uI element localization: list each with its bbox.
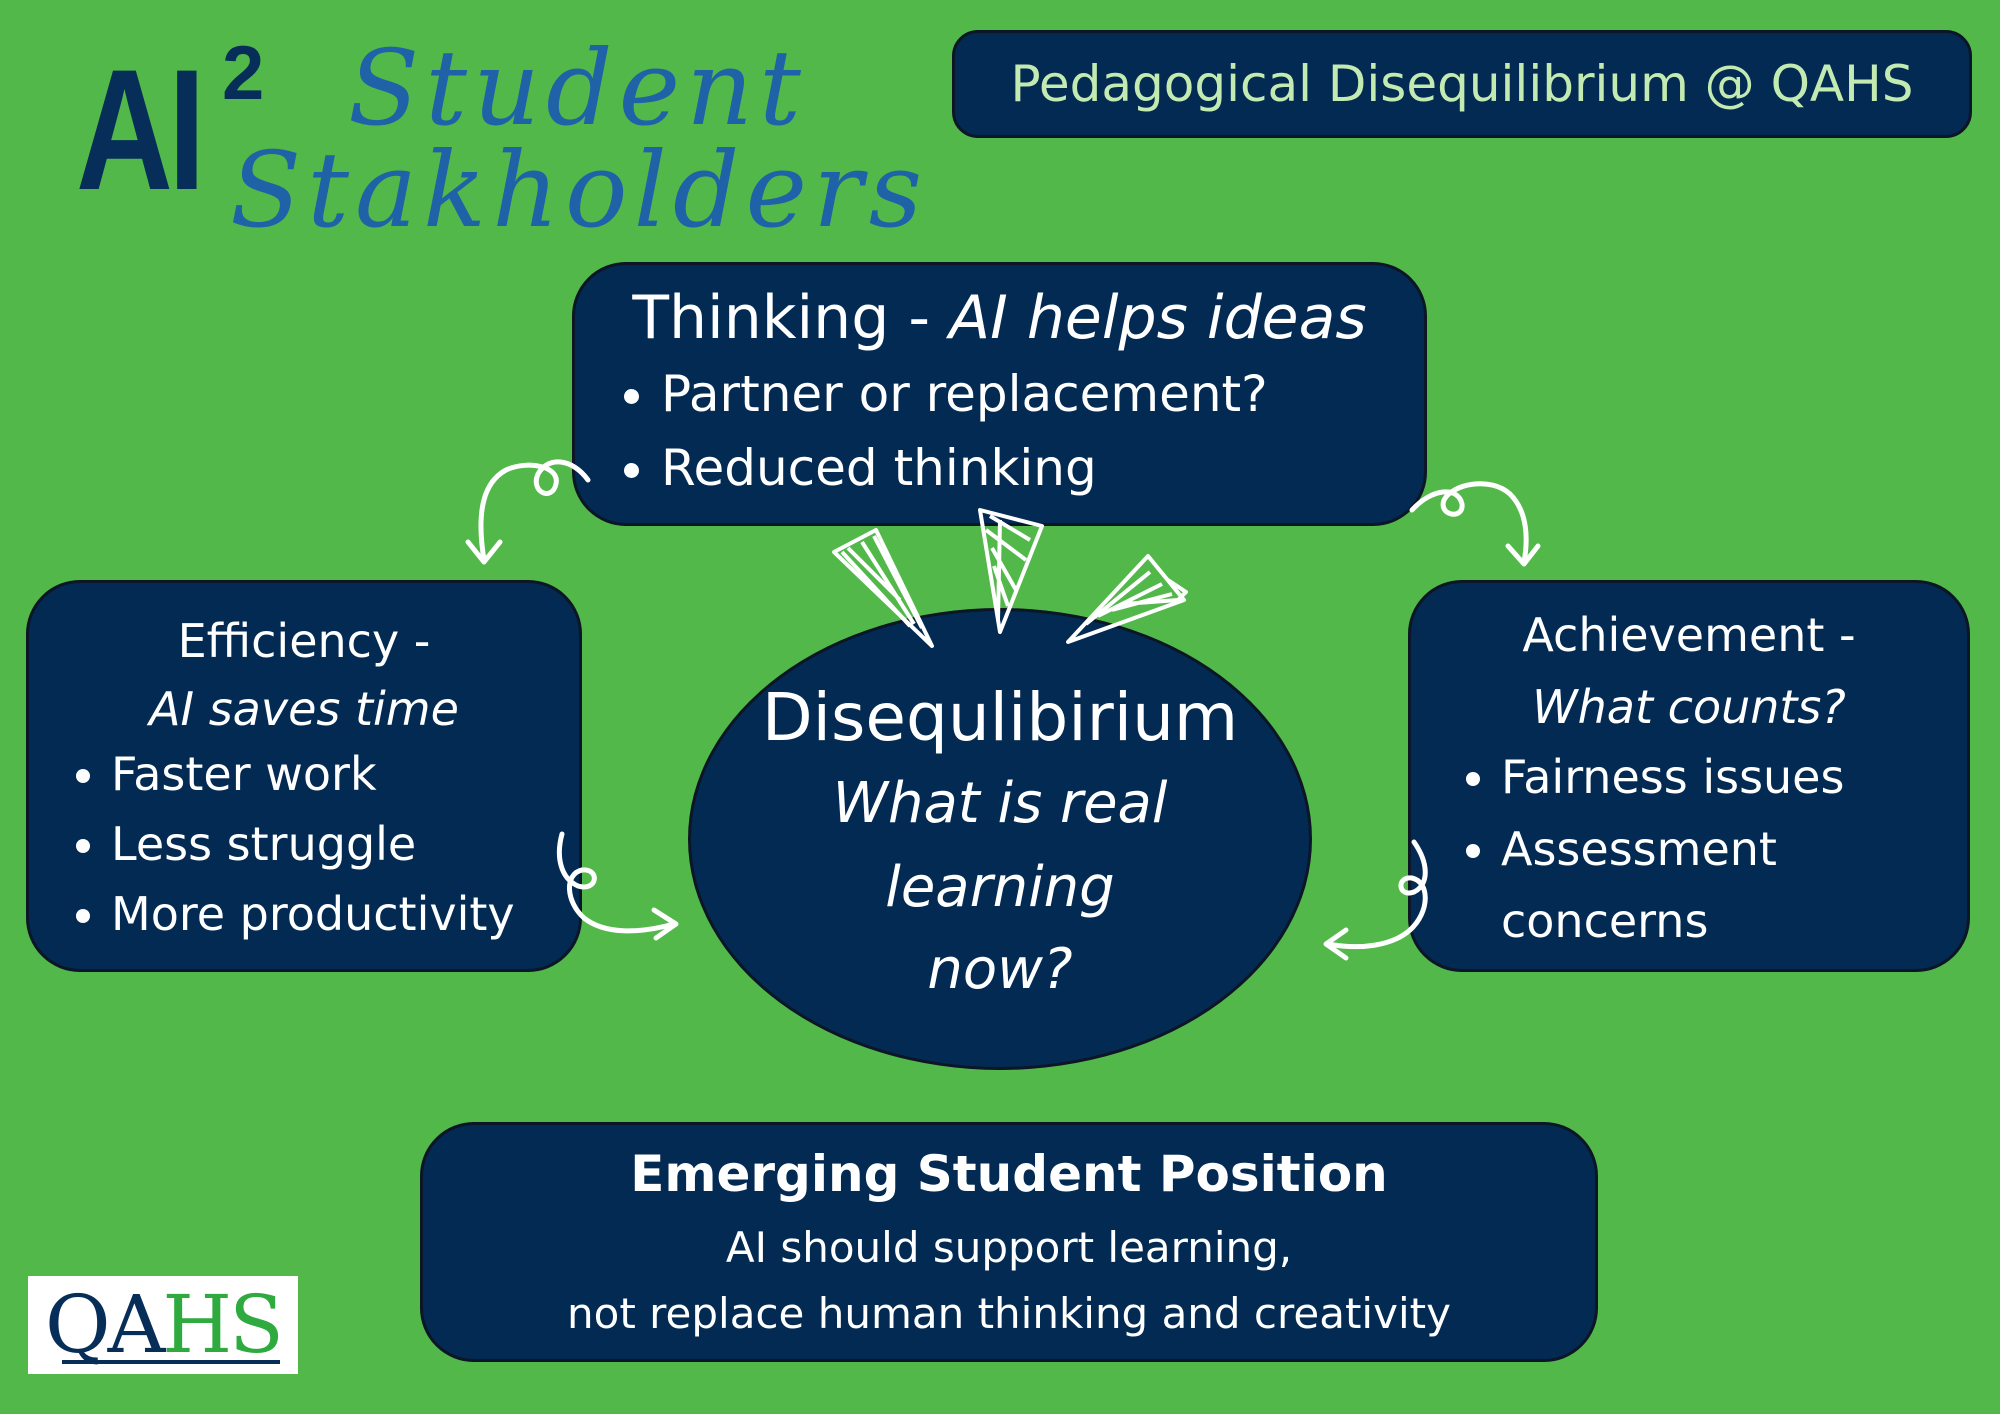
achievement-heading-italic: What counts? [1532,680,1846,734]
center-question-line2: learning [885,855,1115,920]
arrowhead-right-bottom-icon [1323,927,1349,961]
ai-logo: AI [76,34,205,226]
list-item: Reduced thinking [661,431,1268,505]
disequilibrium-heading: Disequlibirium [761,679,1239,756]
page-title-box: Pedagogical Disequilibrium @ QAHS [952,30,1972,138]
list-item: Faster work [111,739,515,809]
list-item: Less struggle [111,809,515,879]
efficiency-heading: Efficiency - AI saves time [29,607,579,743]
arrowhead-right-top-icon [1505,543,1541,567]
efficiency-heading-label: Efficiency - [177,614,431,668]
student-position-box: Emerging Student Position AI should supp… [420,1122,1598,1362]
center-question-line1: What is real [832,771,1168,836]
thinking-heading-italic: AI helps ideas [949,283,1367,353]
list-item: Partner or replacement? [661,357,1268,431]
achievement-bullet-list: Fairness issues Assessment concerns [1457,741,1967,957]
list-item: More productivity [111,879,515,949]
efficiency-heading-italic: AI saves time [149,682,459,736]
arrowhead-left-bottom-icon [651,907,679,941]
efficiency-box: Efficiency - AI saves time Faster work L… [26,580,582,972]
achievement-heading: Achievement - What counts? [1411,599,1967,743]
disequilibrium-ellipse: Disequlibirium What is real learning now… [688,608,1312,1070]
qahs-logo-hs: HS [162,1278,284,1371]
center-question-line3: now? [927,937,1073,1002]
student-position-line1: AI should support learning, [725,1223,1293,1272]
student-position-line2: not replace human thinking and creativit… [567,1289,1451,1338]
logo-script-student: Student [348,27,807,149]
thinking-box: Thinking - AI helps ideas Partner or rep… [572,262,1427,526]
thinking-heading: Thinking - AI helps ideas [575,283,1424,353]
logo-script-stakeholders: Stakholders [230,129,929,251]
student-position-heading: Emerging Student Position [630,1145,1388,1203]
ai-logo-superscript: 2 [222,31,265,116]
qahs-logo-qa: QA [45,1278,165,1371]
qahs-logo-underline [62,1360,280,1364]
page-title: Pedagogical Disequilibrium @ QAHS [1010,55,1914,113]
curly-arrow-right-top-icon [1409,481,1529,565]
efficiency-bullet-list: Faster work Less struggle More productiv… [67,739,515,949]
achievement-heading-label: Achievement - [1522,608,1856,662]
thinking-heading-label: Thinking - [632,283,950,353]
thinking-bullet-list: Partner or replacement? Reduced thinking [617,357,1268,505]
arrowhead-left-top-icon [465,539,503,565]
list-item: Assessment concerns [1501,813,1967,957]
achievement-box: Achievement - What counts? Fairness issu… [1408,580,1970,972]
list-item: Fairness issues [1501,741,1967,813]
